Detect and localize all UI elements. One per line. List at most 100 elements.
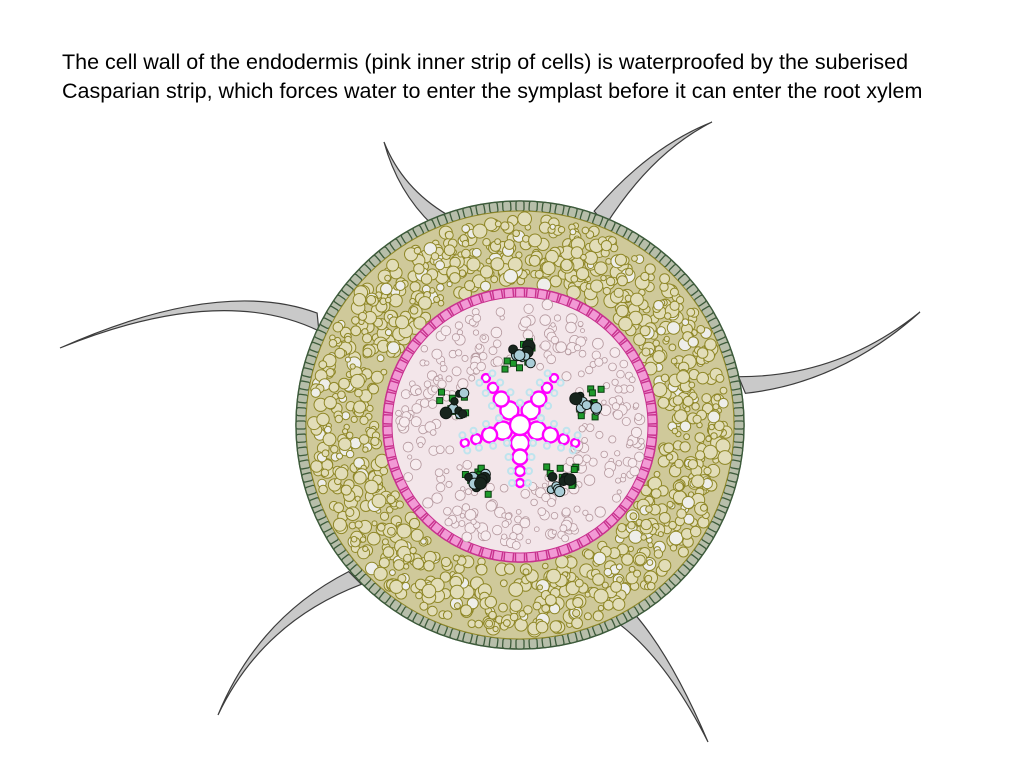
cortex-cell [420,273,433,285]
stele-parenchyma [395,298,646,550]
cortex-cell [688,381,696,389]
companion-cell [570,466,578,473]
stele-cell [547,498,556,507]
epidermis-cell [296,446,309,457]
epidermis-cell [729,380,742,391]
stele-cell [546,354,556,365]
cortex-cell [401,581,411,591]
cortex-cell [332,321,344,333]
cortex-cell [646,581,656,591]
stele-cell [435,482,446,493]
xylem-parenchyma [496,378,505,387]
cortex-cell [600,240,613,252]
stele-cell [611,402,620,411]
companion-cell [436,397,444,405]
stele-cell [614,385,623,394]
xylem-arm [475,369,524,423]
cortex-cell [413,246,422,255]
stele-cell [434,376,440,382]
cortex-cell [338,437,352,451]
protoxylem-vessel [486,381,500,394]
cortex-cell [461,239,470,248]
cortex-cell [687,459,698,470]
cortex-cell [427,605,438,617]
cortex-cell [472,223,488,239]
stele-cell [403,472,414,482]
stele-cell [574,344,582,352]
stele-cell [409,458,422,471]
stele-cell [627,458,638,468]
stele-cell [580,328,585,334]
cortex-cell [342,428,349,435]
cortex-cell [710,432,718,440]
xylem-parenchyma [475,443,483,452]
xylem-parenchyma [487,401,496,410]
cortex-cell [669,544,678,552]
stele-cell [632,402,640,409]
cortex-cell [534,269,544,279]
cortex-cell [386,495,396,505]
cortex-cell [652,382,668,398]
cortex-cell [658,512,671,524]
cortex-cell [336,452,343,460]
sieve-tube [458,387,470,399]
cortex-cell [630,292,644,307]
cortex-cell [353,400,367,414]
stele-cell [572,454,584,466]
cortex-cell [461,248,471,259]
cortex-cell [366,294,377,305]
cortex-cell [484,595,497,609]
phloem-group [543,463,580,498]
cortex-cell [439,571,451,583]
stele-cell [440,360,446,367]
stele-cell [626,384,635,393]
sieve-tube [569,392,583,406]
cortex-cell [681,318,690,327]
stele-cell [604,467,614,478]
epidermis-cell [731,446,744,457]
xylem-parenchyma [525,467,533,475]
cortex-cell [639,325,651,337]
cortex-cell [354,520,363,529]
metaxylem-vessel [492,390,510,408]
cortex-cell [349,363,356,370]
cortex-cell [359,536,367,543]
cortex-cell [650,488,662,499]
cortex-cell [522,568,530,576]
cortex-cell [584,591,591,598]
cortex-cell [408,517,421,530]
stele-cell [511,541,521,550]
stele-cell [525,538,531,545]
cortex-cell [318,360,328,370]
cortex-cell [572,609,581,618]
xylem-parenchyma [556,378,565,387]
stele-cell [445,480,453,488]
cortex-cell [686,307,696,317]
stele-cell [501,520,510,528]
cortex-cell [703,466,712,476]
epidermis-cell [541,201,552,214]
cortex-cell [691,474,705,488]
sieve-tube [513,349,526,362]
stele-cell [468,374,476,382]
cortex-cell [603,567,613,577]
cortex-cell [541,261,556,276]
cortex-cell [549,275,562,288]
cortex-cell [509,599,523,612]
stele-cell [577,320,584,327]
cortex-cell [500,221,510,231]
stele-cell [462,459,473,470]
stele-cell [475,343,482,350]
companion-cell [438,388,445,396]
cortex-cell [503,619,511,627]
cortex-cell [616,275,628,287]
cortex-cell [344,335,352,344]
stele-cell [602,382,611,390]
stele-cell [573,505,581,513]
cortex-cell [334,414,343,424]
cortex-cell [449,272,461,284]
sieve-tube [581,400,592,411]
cortex-cell [387,341,400,355]
cortex-cell [523,605,533,615]
